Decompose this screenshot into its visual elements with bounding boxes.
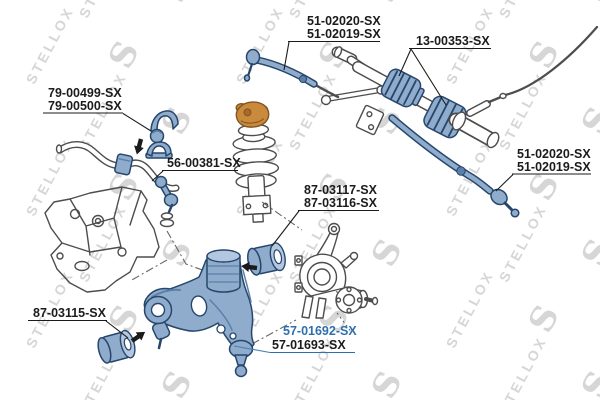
stabilizer-clamp-drawing <box>114 153 134 176</box>
leader-line <box>283 41 290 71</box>
part-number-text: 13-00353-SX <box>416 34 490 48</box>
label-arm-front-bushing: 87-03115-SX <box>28 306 129 339</box>
control-arm-front-eye <box>143 295 173 350</box>
ball-joint-drawing <box>228 339 254 378</box>
rack-mount-arm-drawing <box>320 85 386 106</box>
label-tie-rod-right: 51-02020-SX 51-02019-SX <box>495 147 591 192</box>
arm-rear-bushing-drawing <box>247 242 286 276</box>
stabilizer-link-drawing <box>154 175 179 214</box>
part-number-text: 79-00499-SX <box>48 86 122 100</box>
part-number-text: 51-02020-SX <box>517 147 591 161</box>
part-number-text: 56-00381-SX <box>167 156 241 170</box>
stabilizer-bracket-drawing <box>150 110 179 132</box>
control-arm-drawing <box>143 249 255 378</box>
arm-front-bushing-drawing <box>97 329 136 364</box>
control-arm-rear-mount <box>206 249 241 293</box>
leader-line <box>233 345 271 354</box>
install-arrow-stab-bushing <box>132 137 146 156</box>
label-steering-boots: 13-00353-SX <box>398 34 491 106</box>
part-number-link[interactable]: 57-01692-SX <box>283 324 357 338</box>
leader-line <box>151 170 164 182</box>
strut-body-drawing <box>242 174 272 223</box>
leader-line <box>122 113 152 132</box>
label-stabilizer-link: 56-00381-SX <box>151 156 241 182</box>
part-number-text: 79-00500-SX <box>48 99 122 113</box>
label-tie-rod-top: 51-02020-SX 51-02019-SX <box>283 14 381 71</box>
part-number-text: 87-03116-SX <box>304 196 378 210</box>
leader-line <box>495 174 514 192</box>
steering-rack-drawing <box>320 25 599 149</box>
rack-housing-right-drawing <box>448 92 507 149</box>
stabilizer-bracket2-drawing <box>145 141 173 159</box>
rack-bracket-plate <box>355 104 385 136</box>
knuckle-drawing <box>294 222 359 319</box>
tie-rod-right-drawing <box>388 114 520 218</box>
part-number-text: 57-01693-SX <box>272 338 346 352</box>
leader-line <box>105 320 129 339</box>
part-number-text: 51-02020-SX <box>307 14 381 28</box>
tie-rod-top-drawing <box>243 48 340 99</box>
strut-assembly-drawing <box>232 101 280 223</box>
part-number-text: 51-02019-SX <box>517 160 591 174</box>
part-number-text: 51-02019-SX <box>307 27 381 41</box>
label-control-arm[interactable]: 57-01692-SX 57-01693-SX <box>233 324 357 354</box>
subframe-drawing <box>44 186 160 293</box>
label-arm-rear-bushing: 87-03117-SX 87-03116-SX <box>271 183 379 247</box>
leader-line <box>410 48 447 106</box>
stabilizer-bushing-drawing <box>149 128 165 144</box>
part-number-text: 87-03117-SX <box>304 183 378 197</box>
label-stabilizer-bushing: 79-00499-SX 79-00500-SX <box>43 86 152 132</box>
wheel-hub-drawing <box>335 286 379 314</box>
link-washers-drawing <box>159 212 175 228</box>
steering-boot-1-drawing <box>380 68 425 108</box>
strut-top-mount-drawing <box>235 101 270 143</box>
leader-line <box>271 210 300 247</box>
part-number-text: 87-03115-SX <box>33 306 107 320</box>
leader-line <box>398 48 412 77</box>
